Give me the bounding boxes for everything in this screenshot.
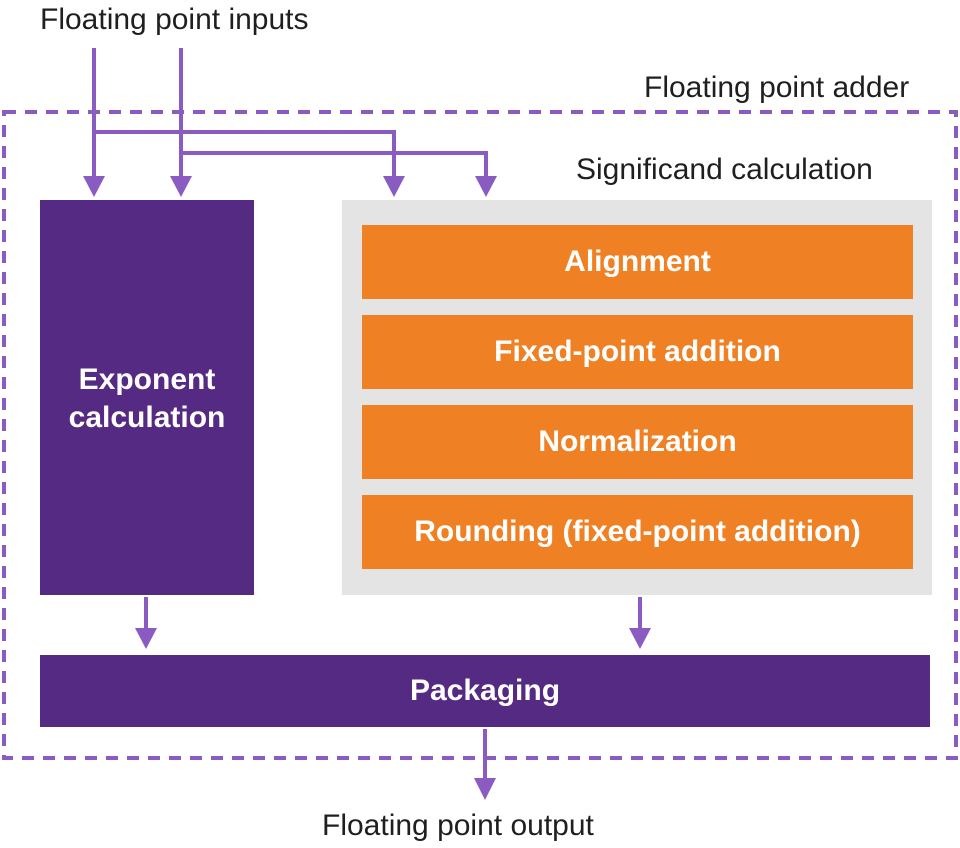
input-1-to-significand-arrow bbox=[94, 130, 396, 180]
arrowhead-icon bbox=[383, 176, 405, 197]
fixed-point-addition-step: Fixed-point addition bbox=[362, 315, 913, 389]
step-label: Normalization bbox=[538, 425, 737, 458]
exponent-calculation-block: Exponent calculation bbox=[40, 200, 254, 595]
step-label: Rounding (fixed-point addition) bbox=[414, 515, 861, 548]
arrowhead-icon bbox=[170, 176, 192, 197]
step-label: Alignment bbox=[564, 245, 711, 278]
arrowhead-icon bbox=[83, 176, 105, 197]
arrowhead-icon bbox=[475, 176, 497, 197]
arrowhead-icon bbox=[135, 628, 157, 649]
floating-point-inputs-label: Floating point inputs bbox=[40, 3, 309, 36]
input-2-to-significand-arrow bbox=[181, 151, 488, 180]
significand-calculation-label: Significand calculation bbox=[576, 153, 873, 186]
normalization-step: Normalization bbox=[362, 405, 913, 479]
exponent-calculation-label: Exponent calculation bbox=[68, 362, 226, 434]
step-label: Fixed-point addition bbox=[494, 335, 781, 368]
floating-point-output-label: Floating point output bbox=[322, 809, 594, 842]
packaging-label: Packaging bbox=[409, 674, 561, 707]
packaging-block: Packaging bbox=[40, 655, 930, 727]
alignment-step: Alignment bbox=[362, 225, 913, 299]
arrowhead-icon bbox=[474, 778, 496, 800]
floating-point-adder-label: Floating point adder bbox=[644, 71, 910, 104]
rounding-step: Rounding (fixed-point addition) bbox=[362, 495, 913, 569]
arrowhead-icon bbox=[629, 628, 651, 649]
